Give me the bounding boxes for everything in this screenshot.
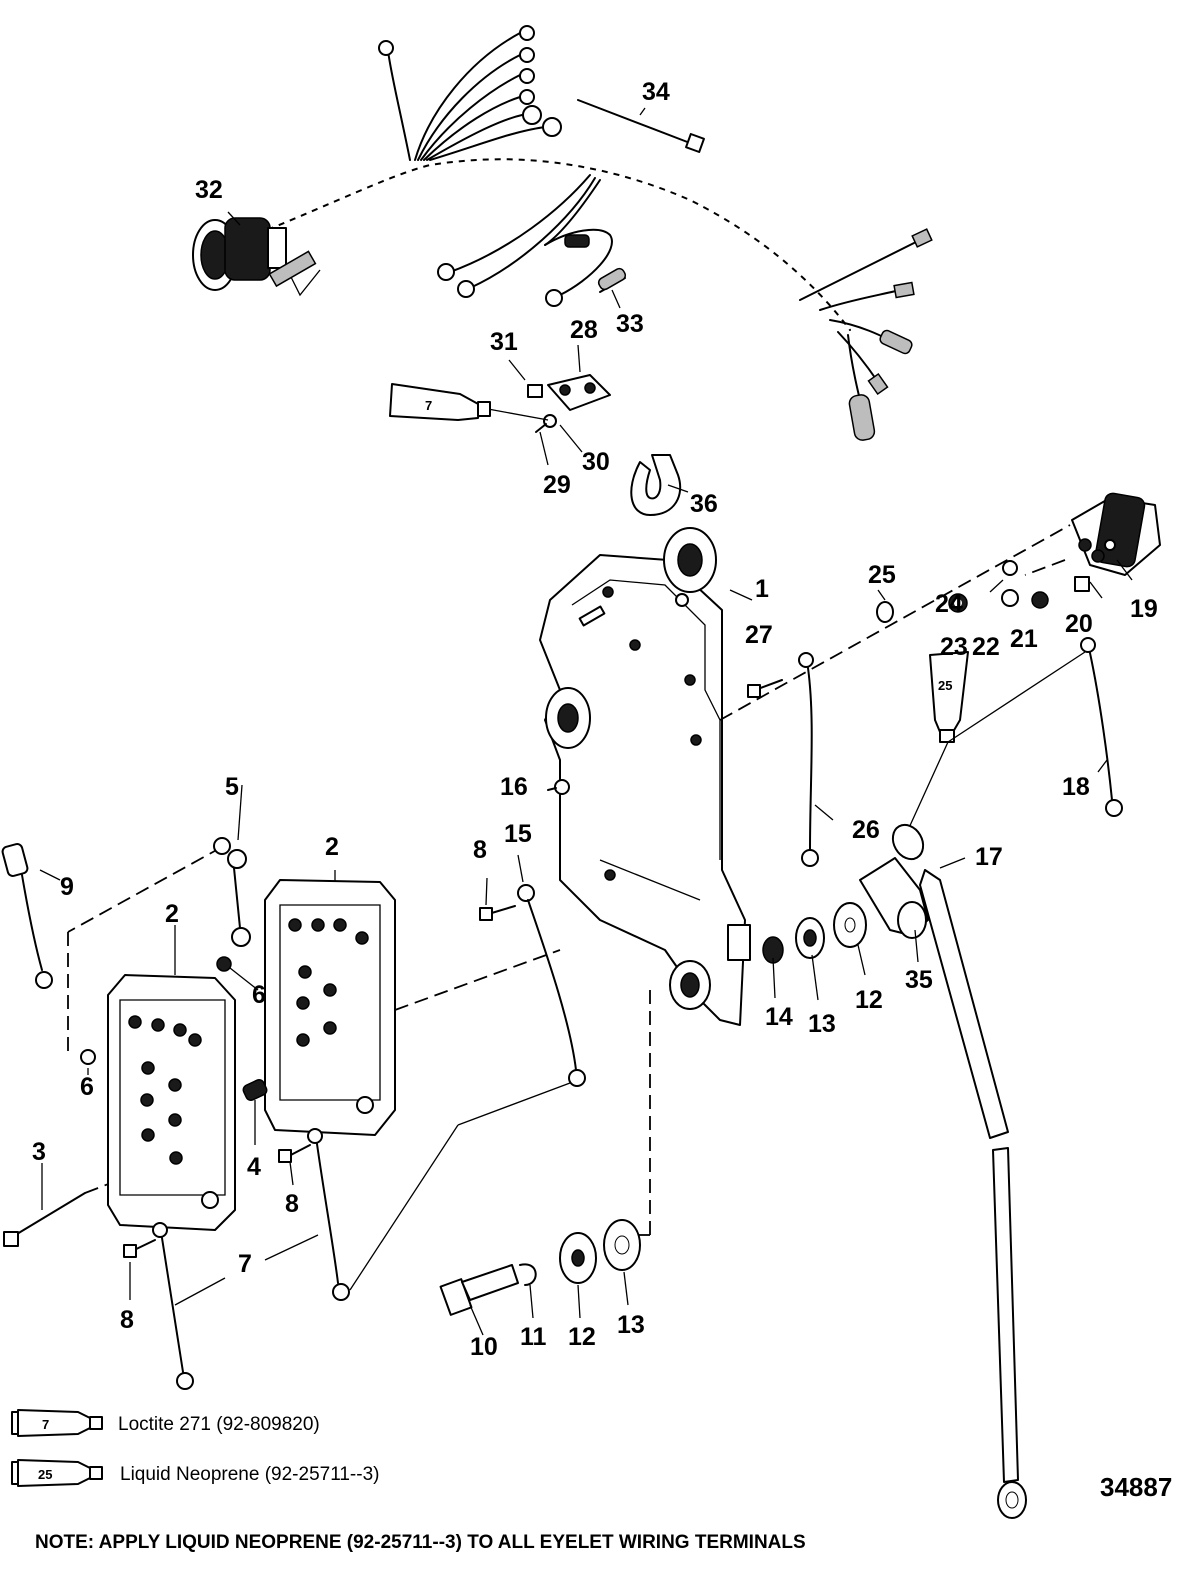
callout-8a-label: 8 xyxy=(473,836,487,864)
callout-16-label: 16 xyxy=(500,773,528,801)
callout-8c-label: 8 xyxy=(120,1306,134,1334)
callout-11-label: 11 xyxy=(520,1323,547,1351)
bolt-10-washers xyxy=(439,1219,641,1316)
figure-number: 34887 xyxy=(1100,1472,1172,1502)
callout-30: 30 xyxy=(582,448,610,476)
callout-3-label: 3 xyxy=(32,1138,46,1166)
lead-7-right xyxy=(278,1128,350,1301)
callout-23-label: 23 xyxy=(940,633,968,661)
callout-36: 36 xyxy=(690,490,718,518)
callout-19-label: 19 xyxy=(1130,595,1158,623)
bracket-washers-upper xyxy=(762,902,867,964)
boot-35 xyxy=(859,857,929,939)
battery-cable-17 xyxy=(891,823,1027,1519)
callout-25-label: 25 xyxy=(868,561,896,589)
callout-15-label: 15 xyxy=(504,820,532,848)
screw-27 xyxy=(747,679,783,698)
callout-6a-label: 6 xyxy=(80,1073,94,1101)
svg-text:7: 7 xyxy=(42,1417,49,1432)
callout-26-label: 26 xyxy=(852,816,880,844)
lower-wire-branches xyxy=(268,174,626,307)
callout-4-label: 4 xyxy=(247,1153,261,1181)
callout-28: 28 xyxy=(570,316,598,344)
legend-loctite: 7 Loctite 271 (92-809820) xyxy=(11,1409,320,1437)
solenoid-hardware xyxy=(876,560,1049,623)
callout-21-label: 21 xyxy=(1010,625,1038,653)
callout-13b-label: 13 xyxy=(617,1311,645,1339)
long-screw-3 xyxy=(3,1192,86,1247)
wiring-harness xyxy=(192,25,933,441)
callout-33: 33 xyxy=(616,310,644,338)
legend-neoprene-text: Liquid Neoprene (92-25711--3) xyxy=(120,1464,379,1485)
clamp-36 xyxy=(630,454,682,516)
callout-7-label: 7 xyxy=(238,1250,252,1278)
callout-31: 31 xyxy=(490,328,518,356)
neoprene-tube-icon: 25 xyxy=(907,651,1086,831)
ground-strap-5 xyxy=(213,837,251,972)
lead-7-left xyxy=(123,1222,194,1390)
lead-9 xyxy=(1,843,53,989)
long-screw-34 xyxy=(577,99,705,153)
svg-text:25: 25 xyxy=(38,1467,52,1482)
mounting-bracket-1 xyxy=(539,527,751,1026)
callout-8b-label: 8 xyxy=(285,1190,299,1218)
lead-26 xyxy=(798,652,819,867)
top-wire-branches xyxy=(378,25,562,161)
right-wire-leads xyxy=(799,228,933,441)
callout-14-label: 14 xyxy=(765,1003,793,1031)
lead-18 xyxy=(1080,637,1123,817)
solenoid-19 xyxy=(1071,492,1161,592)
harness-plug xyxy=(192,217,287,291)
callout-24-label: 24 xyxy=(935,590,963,618)
callout-27-label: 27 xyxy=(745,621,773,649)
note-text: NOTE: APPLY LIQUID NEOPRENE (92-25711--3… xyxy=(35,1532,806,1553)
switch-box-rear xyxy=(264,879,396,1136)
callout-18-label: 18 xyxy=(1062,773,1090,801)
legend: 7 Loctite 271 (92-809820) 25 Liquid Neop… xyxy=(11,1409,379,1487)
legend-loctite-text: Loctite 271 (92-809820) xyxy=(118,1414,320,1435)
callout-29: 29 xyxy=(543,471,571,499)
callout-1: 1 xyxy=(755,575,769,603)
callout-9-label: 9 xyxy=(60,873,74,901)
callout-10-label: 10 xyxy=(470,1333,498,1361)
callout-2b-label: 2 xyxy=(325,833,339,861)
callout-5-label: 5 xyxy=(225,773,239,801)
callout-20-label: 20 xyxy=(1065,610,1093,638)
svg-text:25: 25 xyxy=(938,678,952,693)
callout-labels: 32 34 33 31 28 29 30 36 1 25 25 24 24 23… xyxy=(32,78,1158,1361)
leader-lines xyxy=(39,107,1133,1336)
svg-text:7: 7 xyxy=(425,398,432,413)
callout-32: 32 xyxy=(195,176,223,204)
lead-15 xyxy=(479,884,586,1087)
switch-box-front xyxy=(107,974,236,1231)
callout-12b-label: 12 xyxy=(568,1323,596,1351)
screw-16 xyxy=(547,779,570,795)
fuse-33 xyxy=(597,267,627,291)
callout-22-label: 22 xyxy=(972,633,1000,661)
legend-neoprene: 25 Liquid Neoprene (92-25711--3) xyxy=(11,1459,379,1487)
callout-35-label: 35 xyxy=(905,966,933,994)
terminal-block-28 xyxy=(487,374,611,433)
callout-13a-label: 13 xyxy=(808,1010,836,1038)
callout-12a-label: 12 xyxy=(855,986,883,1014)
callout-34: 34 xyxy=(642,78,670,106)
callout-2a-label: 2 xyxy=(165,900,179,928)
nut-6-left xyxy=(80,1049,96,1065)
callout-6b-label: 6 xyxy=(252,981,266,1009)
spacer-4 xyxy=(242,1078,268,1102)
loctite-tube-icon: 7 xyxy=(389,383,491,421)
callout-17-label: 17 xyxy=(975,843,1003,871)
